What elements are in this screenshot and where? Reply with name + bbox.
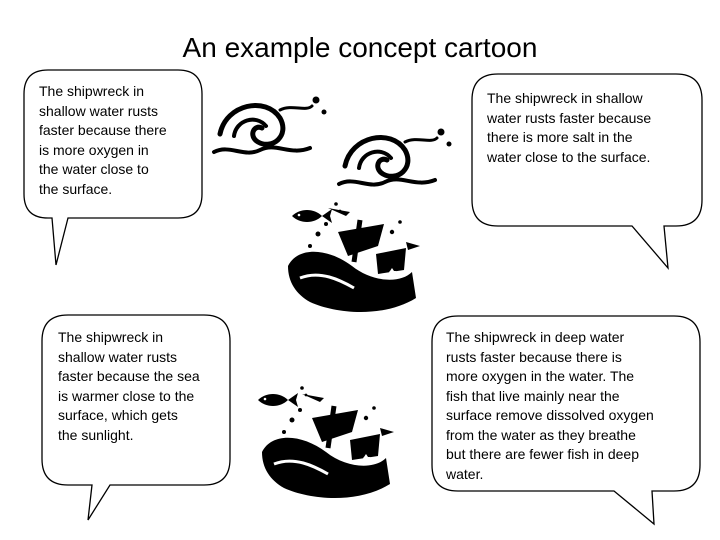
speech-bubble-bottom-right	[431, 315, 701, 526]
bubble-text-bottom-left: The shipwreck in shallow water rusts fas…	[58, 329, 200, 443]
wave-icon	[214, 97, 327, 153]
bubble-text-top-right: The shipwreck in shallow water rusts fas…	[487, 90, 652, 165]
bubble-text-top-left: The shipwreck in shallow water rusts fas…	[39, 83, 167, 197]
fish-icon	[258, 386, 308, 407]
speech-bubble-top-right	[471, 73, 703, 270]
fish-icon	[292, 202, 342, 223]
shipwreck-icon	[262, 394, 394, 498]
speech-bubble-bottom-left	[41, 314, 231, 521]
wave-icon	[339, 129, 452, 185]
bubble-text-bottom-right: The shipwreck in deep water rusts faster…	[446, 329, 654, 482]
speech-bubble-top-left	[23, 69, 203, 266]
shipwreck-icon	[288, 208, 420, 312]
page-title: An example concept cartoon	[182, 32, 538, 63]
